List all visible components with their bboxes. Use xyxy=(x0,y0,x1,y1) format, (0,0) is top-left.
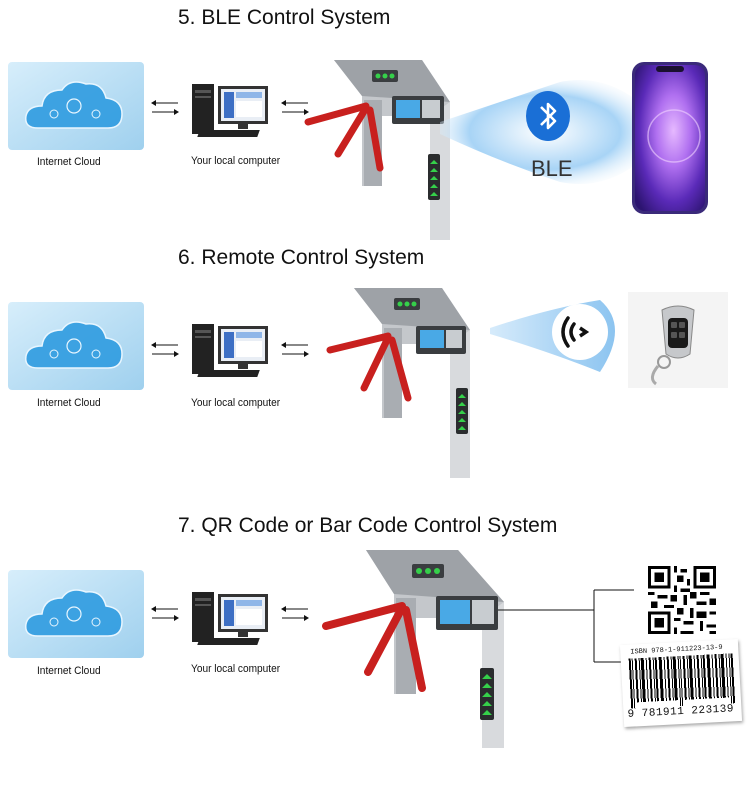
computer-label: Your local computer xyxy=(191,155,281,167)
ble-label: BLE xyxy=(531,156,573,181)
bidirectional-arrows-icon xyxy=(281,100,309,115)
computer-label: Your local computer xyxy=(191,663,281,675)
barcode-bars-icon xyxy=(628,653,736,709)
section-title-remote: 6. Remote Control System xyxy=(178,246,425,269)
wireless-signal-icon xyxy=(552,304,608,360)
bidirectional-arrows-icon xyxy=(151,342,179,357)
cloud-label: Internet Cloud xyxy=(37,156,101,168)
connector-lines xyxy=(498,589,634,663)
cloud-label: Internet Cloud xyxy=(37,665,101,677)
smartphone-icon xyxy=(632,62,708,214)
barcode-card: ISBN 978-1-911223-13-9 9 781911 223139 xyxy=(619,638,743,728)
tripod-turnstile-icon xyxy=(322,550,504,748)
cloud-icon xyxy=(8,302,144,390)
computer-icon xyxy=(192,84,268,137)
remote-key-fob-icon xyxy=(628,292,728,388)
section-title-ble: 5. BLE Control System xyxy=(178,6,391,29)
cloud-icon xyxy=(8,62,144,150)
tripod-turnstile-icon xyxy=(304,60,450,240)
bluetooth-icon xyxy=(526,91,570,141)
qr-code-icon xyxy=(648,566,716,634)
computer-label: Your local computer xyxy=(191,397,281,409)
computer-icon xyxy=(192,324,268,377)
cloud-label: Internet Cloud xyxy=(37,397,101,409)
bidirectional-arrows-icon xyxy=(151,606,179,621)
section-title-qr-barcode: 7. QR Code or Bar Code Control System xyxy=(178,514,558,537)
cloud-icon xyxy=(8,570,144,658)
tripod-turnstile-icon xyxy=(326,288,470,478)
bidirectional-arrows-icon xyxy=(281,342,309,357)
computer-icon xyxy=(192,592,268,645)
bidirectional-arrows-icon xyxy=(281,606,309,621)
bidirectional-arrows-icon xyxy=(151,100,179,115)
